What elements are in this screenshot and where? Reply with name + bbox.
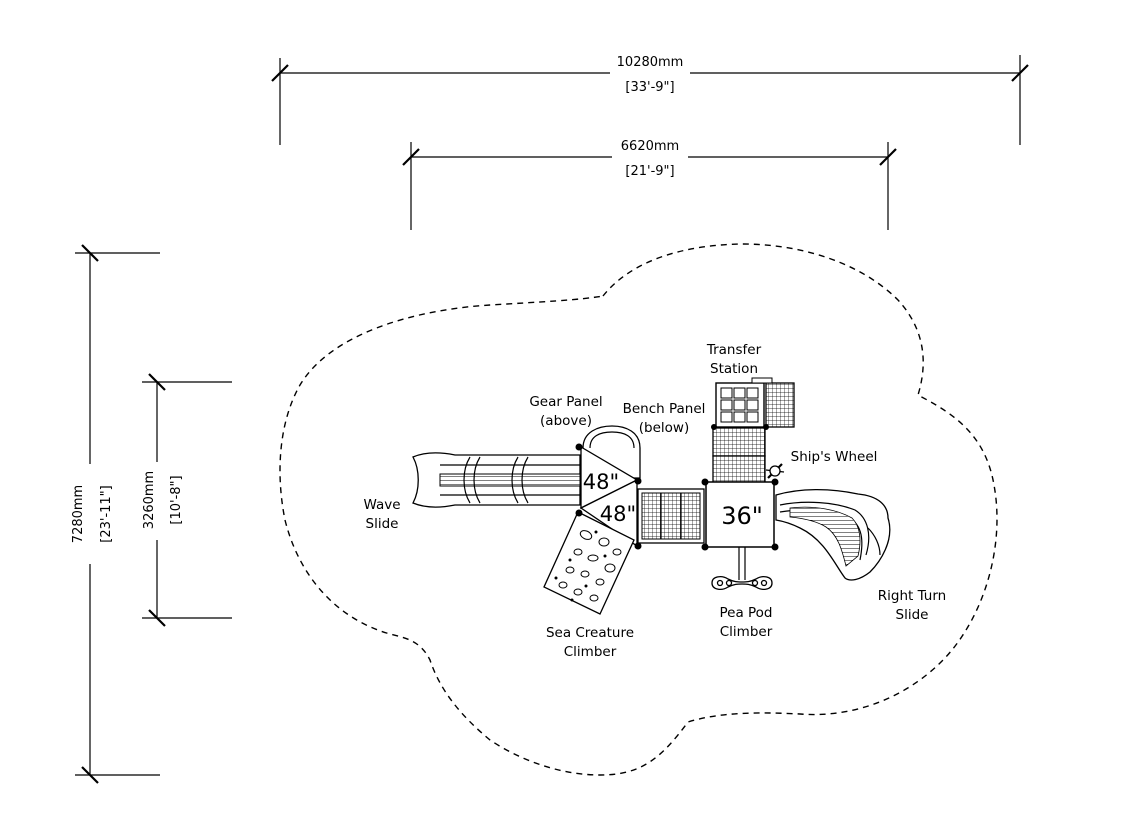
structure-width-mm: 6620mm	[621, 139, 679, 154]
deck-36-label: 36"	[721, 502, 763, 530]
label-transfer-station: Transfer Station	[706, 342, 762, 377]
svg-text:(below): (below)	[639, 420, 689, 436]
label-bench-panel: Bench Panel (below)	[623, 401, 706, 436]
structure-width-ft: [21'-9"]	[625, 164, 674, 179]
use-zone-boundary	[279, 243, 998, 776]
overall-depth-ft: [23'-11"]	[99, 485, 114, 542]
sea-creature-climber	[543, 511, 635, 615]
dimension-structure-depth: 3260mm [10'-8"]	[142, 373, 232, 627]
label-ships-wheel: Ship's Wheel	[791, 449, 878, 465]
label-gear-panel: Gear Panel (above)	[529, 394, 602, 429]
svg-text:Ship's Wheel: Ship's Wheel	[791, 449, 878, 465]
deck-48-upper-label: 48"	[583, 470, 619, 494]
overall-depth-mm: 7280mm	[71, 485, 86, 543]
svg-text:Pea Pod: Pea Pod	[719, 605, 772, 621]
svg-text:Gear Panel: Gear Panel	[529, 394, 602, 410]
structure-depth-mm: 3260mm	[142, 471, 157, 529]
overall-width-ft: [33'-9"]	[625, 80, 674, 95]
transfer-station	[712, 377, 795, 483]
dimension-structure-width: 6620mm [21'-9"]	[402, 139, 897, 230]
svg-text:Transfer: Transfer	[706, 342, 762, 358]
svg-text:Station: Station	[710, 361, 758, 377]
svg-text:Wave: Wave	[363, 497, 400, 513]
wave-slide	[412, 452, 581, 508]
deck-48-lower: 48"	[579, 478, 638, 548]
label-pea-pod-climber: Pea Pod Climber	[719, 605, 772, 640]
label-right-turn-slide: Right Turn Slide	[878, 588, 946, 623]
svg-text:Slide: Slide	[896, 607, 929, 623]
svg-text:Sea Creature: Sea Creature	[546, 625, 634, 641]
ships-wheel	[765, 463, 785, 479]
dimension-overall-width: 10280mm [33'-9"]	[271, 55, 1029, 145]
deck-36: 36"	[705, 481, 775, 548]
deck-48-lower-label: 48"	[600, 502, 636, 526]
dimension-overall-depth: 7280mm [23'-11"]	[71, 244, 160, 784]
right-turn-slide	[775, 488, 891, 581]
label-sea-creature-climber: Sea Creature Climber	[546, 625, 634, 660]
label-wave-slide: Wave Slide	[363, 497, 400, 532]
svg-text:Slide: Slide	[366, 516, 399, 532]
bench-panel	[637, 488, 705, 544]
svg-text:Climber: Climber	[564, 644, 617, 660]
svg-text:(above): (above)	[540, 413, 592, 429]
svg-text:Right Turn: Right Turn	[878, 588, 946, 604]
structure-depth-ft: [10'-8"]	[169, 475, 184, 524]
svg-text:Climber: Climber	[720, 624, 773, 640]
structure-posts	[575, 424, 779, 551]
svg-text:Bench Panel: Bench Panel	[623, 401, 706, 417]
pea-pod-climber	[711, 547, 773, 590]
overall-width-mm: 10280mm	[617, 55, 684, 70]
